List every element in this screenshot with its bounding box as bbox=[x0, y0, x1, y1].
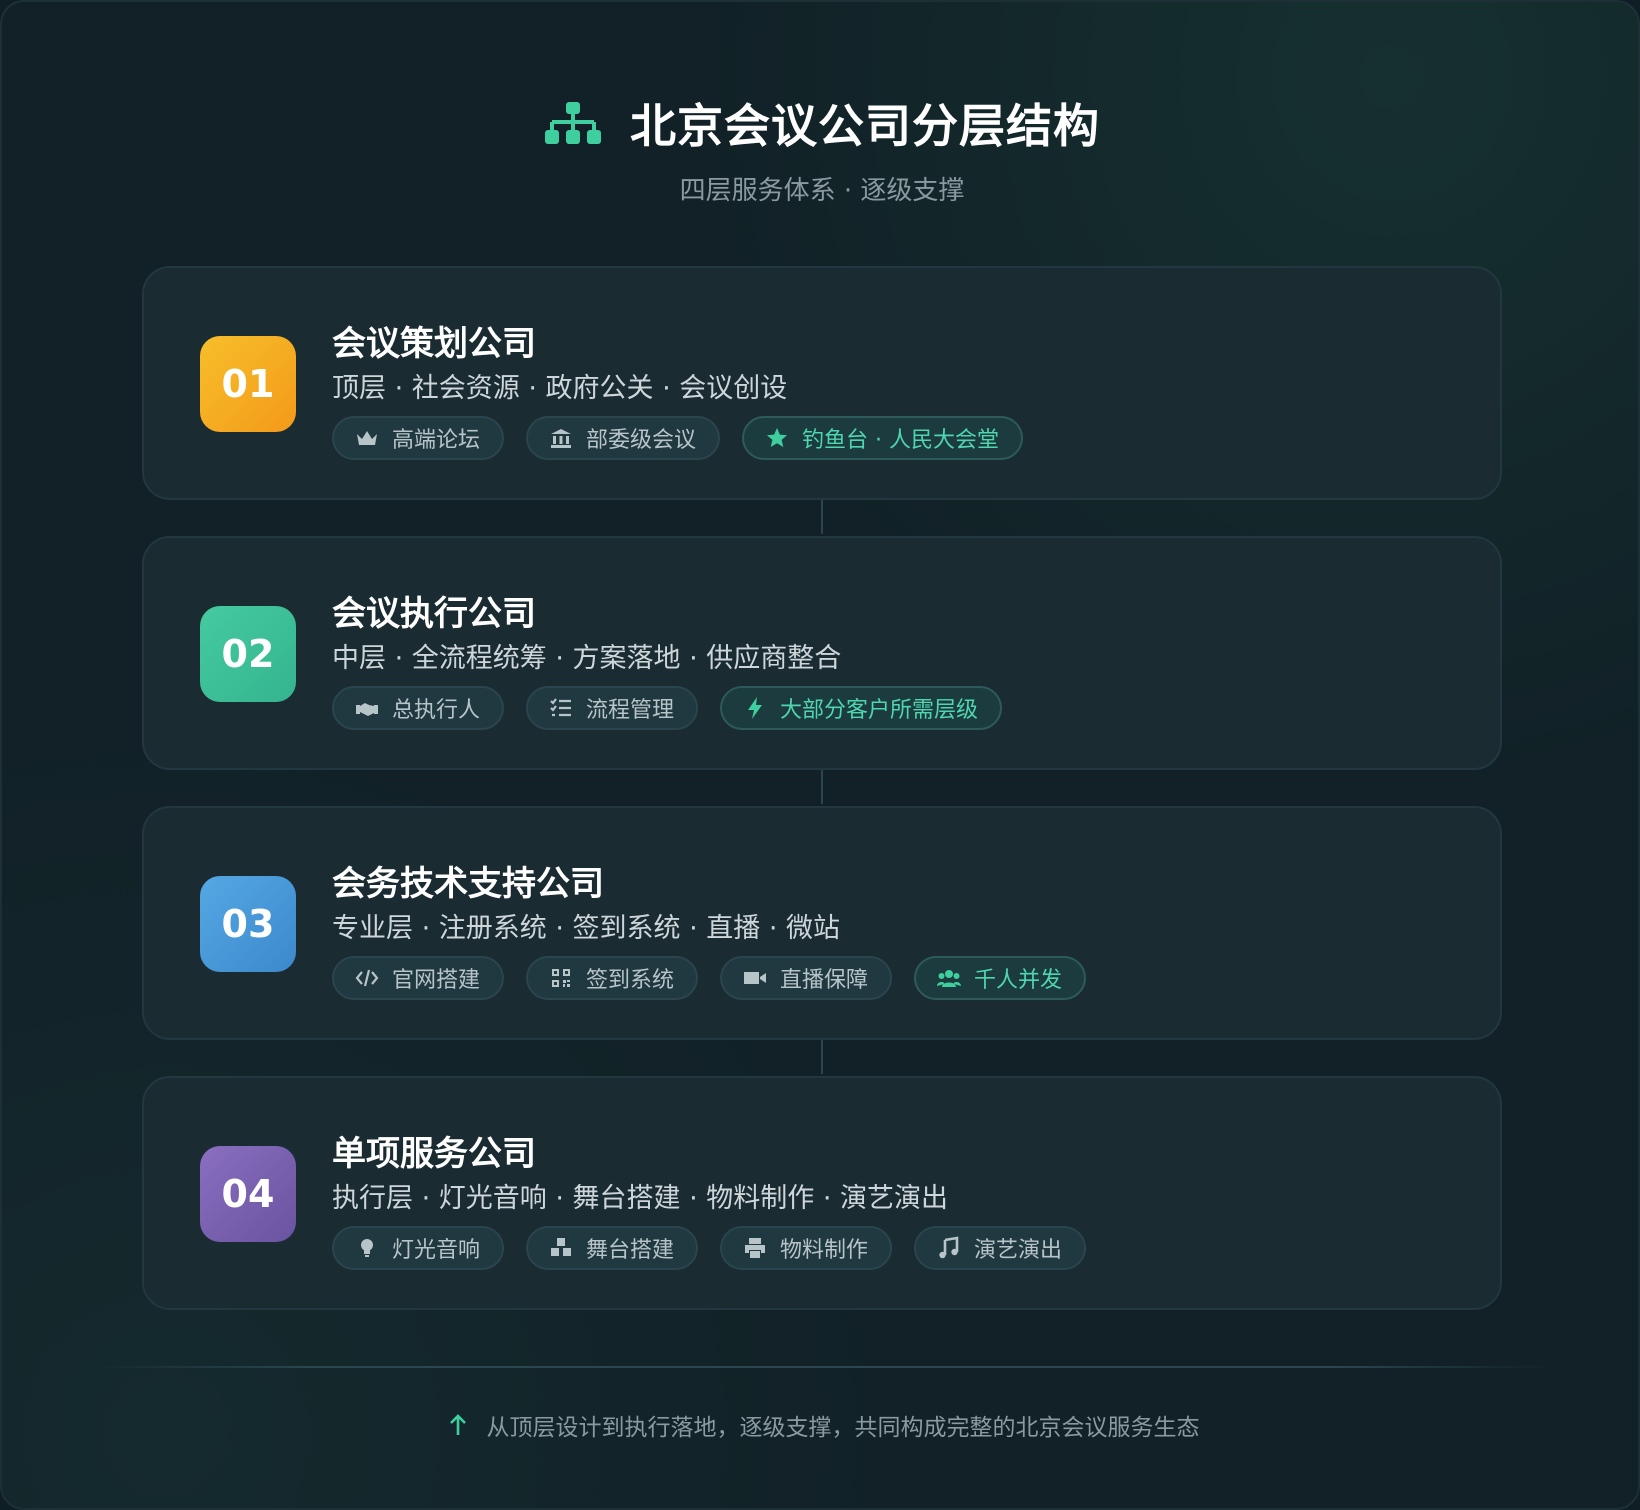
layer-title: 会议执行公司 bbox=[332, 594, 536, 634]
tag-process-management: 流程管理 bbox=[526, 686, 699, 730]
list-check-icon bbox=[550, 698, 572, 717]
tag-label: 总执行人 bbox=[392, 698, 481, 723]
handshake-icon bbox=[356, 703, 378, 716]
video-icon bbox=[744, 972, 767, 984]
tag-most-clients: 大部分客户所需层级 bbox=[720, 686, 1003, 730]
layer-description: 中层 · 全流程统筹 · 方案落地 · 供应商整合 bbox=[332, 643, 842, 674]
tag-high-end-forum: 高端论坛 bbox=[332, 416, 505, 460]
tag-label: 部委级会议 bbox=[586, 428, 697, 453]
layer-description: 执行层 · 灯光音响 · 舞台搭建 · 物料制作 · 演艺演出 bbox=[332, 1183, 948, 1214]
tag-label: 大部分客户所需层级 bbox=[780, 698, 979, 723]
tag-checkin-system: 签到系统 bbox=[526, 956, 699, 1000]
tag-live-streaming: 直播保障 bbox=[720, 956, 893, 1000]
layer-description: 专业层 · 注册系统 · 签到系统 · 直播 · 微站 bbox=[332, 913, 840, 944]
users-icon bbox=[937, 970, 962, 987]
tag-label: 直播保障 bbox=[780, 968, 869, 993]
tag-diaoyutai: 钓鱼台 · 人民大会堂 bbox=[742, 416, 1024, 460]
layer-number-badge: 02 bbox=[200, 606, 296, 702]
bolt-icon bbox=[748, 697, 763, 719]
tag-label: 千人并发 bbox=[974, 968, 1063, 993]
print-icon bbox=[745, 1238, 766, 1258]
tag-label: 钓鱼台 · 人民大会堂 bbox=[802, 428, 1000, 453]
connector-line bbox=[821, 1040, 823, 1074]
tag-label: 演艺演出 bbox=[974, 1238, 1063, 1263]
connector-line bbox=[821, 770, 823, 804]
tag-label: 签到系统 bbox=[586, 968, 675, 993]
layer-number-badge: 04 bbox=[200, 1146, 296, 1242]
tag-list: 官网搭建 签到系统 直播保障 千人并发 bbox=[332, 956, 1087, 1000]
tag-label: 高端论坛 bbox=[392, 428, 481, 453]
connector-line bbox=[821, 500, 823, 534]
tag-label: 舞台搭建 bbox=[586, 1238, 675, 1263]
layer-title: 会务技术支持公司 bbox=[332, 864, 604, 904]
tag-performance: 演艺演出 bbox=[914, 1226, 1087, 1270]
lightbulb-icon bbox=[361, 1239, 373, 1257]
layer-card-03: 03 会务技术支持公司 专业层 · 注册系统 · 签到系统 · 直播 · 微站 … bbox=[142, 806, 1502, 1040]
layer-card-01: 01 会议策划公司 顶层 · 社会资源 · 政府公关 · 会议创设 高端论坛 部… bbox=[142, 266, 1502, 500]
cubes-icon bbox=[551, 1238, 572, 1256]
title-row: 北京会议公司分层结构 bbox=[2, 90, 1640, 156]
page-title: 北京会议公司分层结构 bbox=[630, 99, 1100, 153]
tag-label: 物料制作 bbox=[780, 1238, 869, 1263]
footer: 从顶层设计到执行落地，逐级支撑，共同构成完整的北京会议服务生态 bbox=[2, 1408, 1640, 1442]
page-subtitle: 四层服务体系 · 逐级支撑 bbox=[679, 176, 965, 206]
layer-card-02: 02 会议执行公司 中层 · 全流程统筹 · 方案落地 · 供应商整合 总执行人… bbox=[142, 536, 1502, 770]
tag-label: 流程管理 bbox=[586, 698, 675, 723]
crown-icon bbox=[357, 431, 377, 445]
code-icon bbox=[355, 969, 379, 987]
star-icon bbox=[767, 428, 788, 447]
tag-list: 总执行人 流程管理 大部分客户所需层级 bbox=[332, 686, 1003, 730]
divider bbox=[92, 1366, 1552, 1368]
tag-lighting-audio: 灯光音响 bbox=[332, 1226, 505, 1270]
tag-material-production: 物料制作 bbox=[720, 1226, 893, 1270]
layer-description: 顶层 · 社会资源 · 政府公关 · 会议创设 bbox=[332, 373, 788, 404]
tag-stage-building: 舞台搭建 bbox=[526, 1226, 699, 1270]
layer-number-badge: 03 bbox=[200, 876, 296, 972]
arrow-up-icon bbox=[449, 1414, 466, 1435]
layer-title: 会议策划公司 bbox=[332, 324, 536, 364]
tag-list: 高端论坛 部委级会议 钓鱼台 · 人民大会堂 bbox=[332, 416, 1024, 460]
music-icon bbox=[939, 1236, 959, 1259]
tag-label: 官网搭建 bbox=[392, 968, 481, 993]
tag-ministry-meeting: 部委级会议 bbox=[526, 416, 721, 460]
tag-concurrency: 千人并发 bbox=[914, 956, 1087, 1000]
layer-number-badge: 01 bbox=[200, 336, 296, 432]
tag-chief-executor: 总执行人 bbox=[332, 686, 505, 730]
tag-website-building: 官网搭建 bbox=[332, 956, 505, 1000]
header: 北京会议公司分层结构 四层服务体系 · 逐级支撑 bbox=[2, 90, 1640, 207]
layer-title: 单项服务公司 bbox=[332, 1134, 536, 1174]
landmark-icon bbox=[551, 429, 572, 448]
tag-list: 灯光音响 舞台搭建 物料制作 演艺演出 bbox=[332, 1226, 1087, 1270]
sitemap-icon bbox=[545, 102, 601, 144]
qrcode-icon bbox=[552, 969, 571, 987]
footer-text: 从顶层设计到执行落地，逐级支撑，共同构成完整的北京会议服务生态 bbox=[486, 1415, 1200, 1441]
tag-label: 灯光音响 bbox=[392, 1238, 481, 1263]
layer-card-04: 04 单项服务公司 执行层 · 灯光音响 · 舞台搭建 · 物料制作 · 演艺演… bbox=[142, 1076, 1502, 1310]
